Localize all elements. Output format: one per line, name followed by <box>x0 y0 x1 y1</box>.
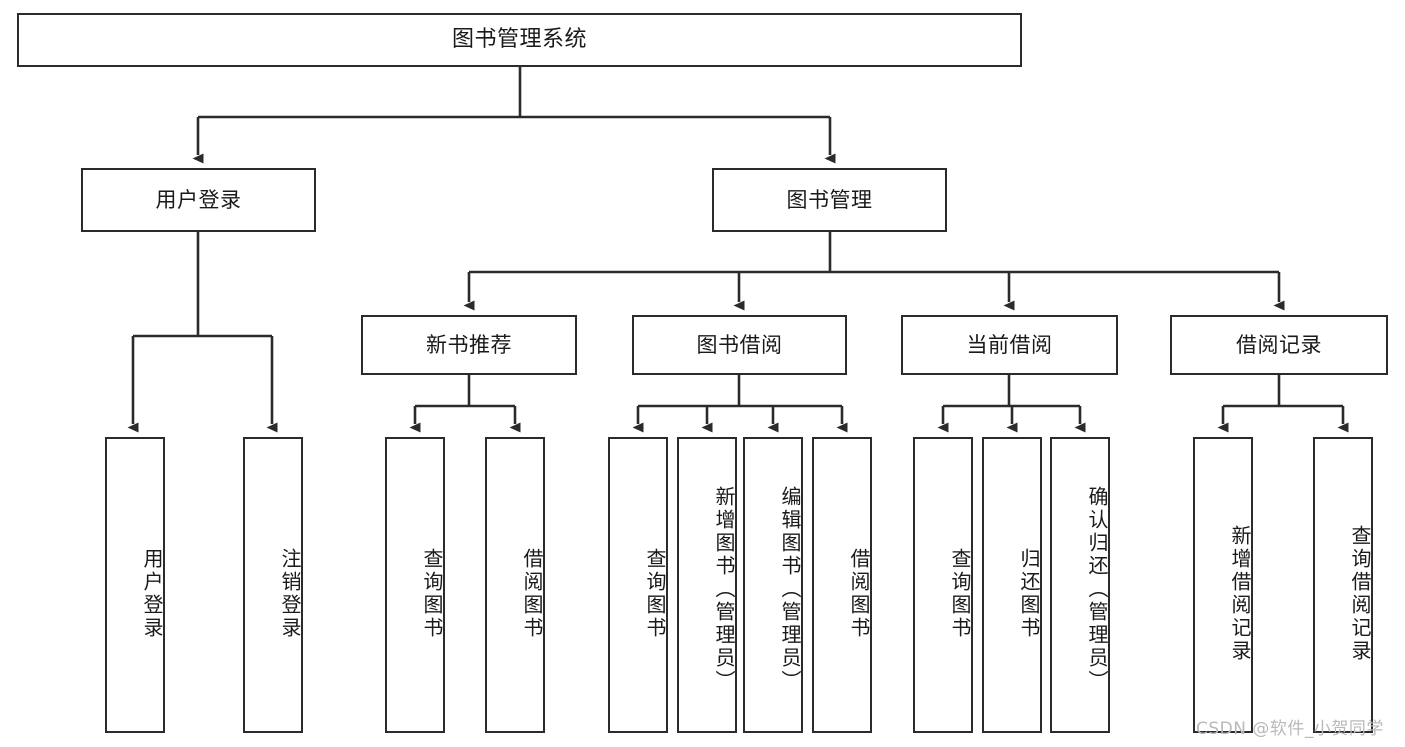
leaf-add-borrow-record[interactable]: 新增借阅记录 <box>1193 437 1253 733</box>
leaf-return-books[interactable]: 归还图书 <box>982 437 1042 733</box>
leaf-borrow-books-borrow[interactable]: 借阅图书 <box>812 437 872 733</box>
node-new-book-recommend[interactable]: 新书推荐 <box>361 315 577 375</box>
leaf-query-books-borrow[interactable]: 查询图书 <box>608 437 668 733</box>
node-current-borrow[interactable]: 当前借阅 <box>901 315 1118 375</box>
leaf-user-logout[interactable]: 注销登录 <box>243 437 303 733</box>
leaf-confirm-return-admin[interactable]: 确认归还（管理员） <box>1050 437 1110 733</box>
leaf-query-books-recommend[interactable]: 查询图书 <box>385 437 445 733</box>
leaf-query-books-current[interactable]: 查询图书 <box>913 437 973 733</box>
leaf-query-borrow-record[interactable]: 查询借阅记录 <box>1313 437 1373 733</box>
node-book-borrow[interactable]: 图书借阅 <box>632 315 847 375</box>
node-user-login[interactable]: 用户登录 <box>81 168 316 232</box>
leaf-add-book-admin[interactable]: 新增图书（管理员） <box>677 437 737 733</box>
node-root-system[interactable]: 图书管理系统 <box>17 13 1022 67</box>
leaf-edit-book-admin[interactable]: 编辑图书（管理员） <box>743 437 803 733</box>
node-book-management[interactable]: 图书管理 <box>712 168 947 232</box>
node-borrow-record[interactable]: 借阅记录 <box>1170 315 1388 375</box>
leaf-borrow-books-recommend[interactable]: 借阅图书 <box>485 437 545 733</box>
leaf-user-login[interactable]: 用户登录 <box>105 437 165 733</box>
